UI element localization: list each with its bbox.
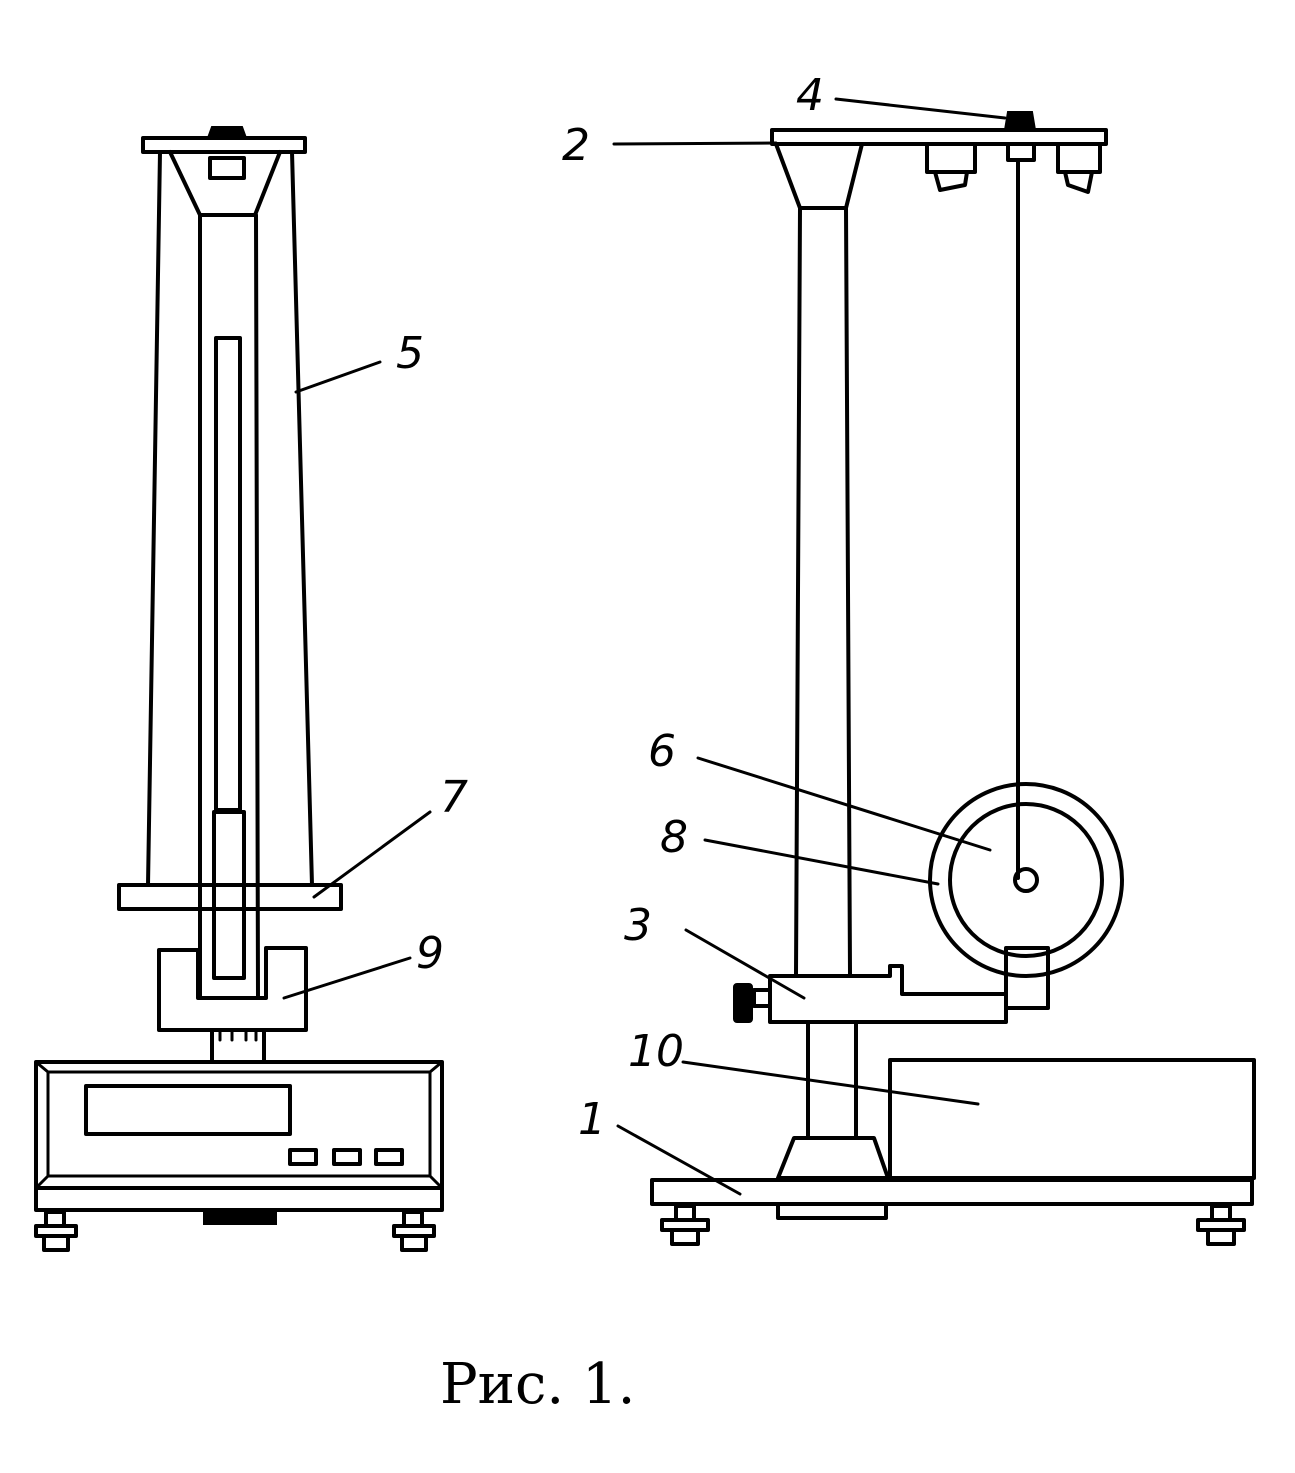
side-foot-right (1196, 1204, 1246, 1246)
leader-10 (681, 1060, 980, 1106)
front-view (34, 126, 444, 1252)
front-frame-left (146, 150, 162, 887)
callout-6: 6 (648, 726, 676, 777)
front-rod-right (254, 213, 260, 1000)
side-column-right (844, 206, 852, 976)
side-adjust-screw (1003, 111, 1037, 131)
button-1 (288, 1148, 318, 1166)
leader-5 (294, 360, 382, 394)
side-top-bar (770, 128, 1108, 146)
callout-9: 9 (416, 928, 444, 979)
leader-6 (696, 756, 992, 852)
side-base-1 (650, 1178, 1254, 1206)
front-electronics-box (34, 1060, 444, 1190)
front-plate-7 (117, 883, 343, 911)
side-funnel (774, 142, 864, 210)
leader-7 (312, 810, 432, 899)
callout-2: 2 (562, 120, 590, 171)
front-base (34, 1186, 444, 1212)
front-clamp-9 (157, 946, 308, 1032)
bracket-knob (733, 983, 753, 1023)
front-top-plate (141, 136, 307, 154)
front-foot-right (392, 1210, 436, 1252)
button-3 (374, 1148, 404, 1166)
callout-5: 5 (396, 328, 424, 379)
front-funnel (168, 150, 282, 217)
front-foot-left (34, 1210, 78, 1252)
side-column-foot (776, 1136, 890, 1180)
callout-7: 7 (440, 772, 468, 823)
leader-lines (282, 97, 1007, 1196)
button-2 (332, 1148, 362, 1166)
side-hanger-center (1006, 142, 1036, 162)
side-hanger-right (1056, 142, 1102, 194)
callout-3: 3 (624, 900, 652, 951)
callout-8: 8 (660, 812, 688, 863)
front-funnel-block (208, 156, 246, 180)
lower-bracket-3 (768, 964, 1008, 1024)
front-frame-right (290, 150, 314, 887)
front-neck-bolts (218, 1028, 258, 1042)
callout-4: 4 (796, 70, 824, 121)
leader-1 (616, 1124, 742, 1196)
side-column-left (794, 206, 802, 976)
side-hanger-left (925, 142, 977, 192)
front-top-knob (206, 126, 248, 139)
side-view (650, 111, 1256, 1246)
disk-6 (948, 802, 1104, 958)
figure-caption: Рис. 1. (440, 1352, 636, 1417)
leader-8 (703, 838, 940, 886)
leader-9 (282, 956, 412, 1000)
callout-10: 10 (628, 1026, 684, 1077)
front-electronics-bezel (46, 1070, 432, 1178)
front-slider (212, 810, 246, 980)
leader-3 (684, 928, 806, 1000)
front-slot (214, 336, 242, 812)
side-base-pad (776, 1202, 888, 1220)
ring-8 (928, 782, 1124, 978)
display-window (84, 1084, 292, 1136)
electronic-unit-10 (888, 1058, 1256, 1180)
front-bezel-corners (34, 1060, 444, 1190)
leader-4 (834, 97, 1007, 120)
side-foot-left (660, 1204, 710, 1246)
bracket-knob-stem (752, 988, 772, 1008)
callout-labels: 5 7 9 4 2 6 8 3 10 1 (396, 70, 824, 1145)
ring-support (1004, 946, 1050, 1010)
leader-2 (612, 141, 778, 146)
front-base-foot-center (203, 1211, 277, 1225)
callout-1: 1 (578, 1094, 606, 1145)
disk-hub (1013, 867, 1039, 893)
